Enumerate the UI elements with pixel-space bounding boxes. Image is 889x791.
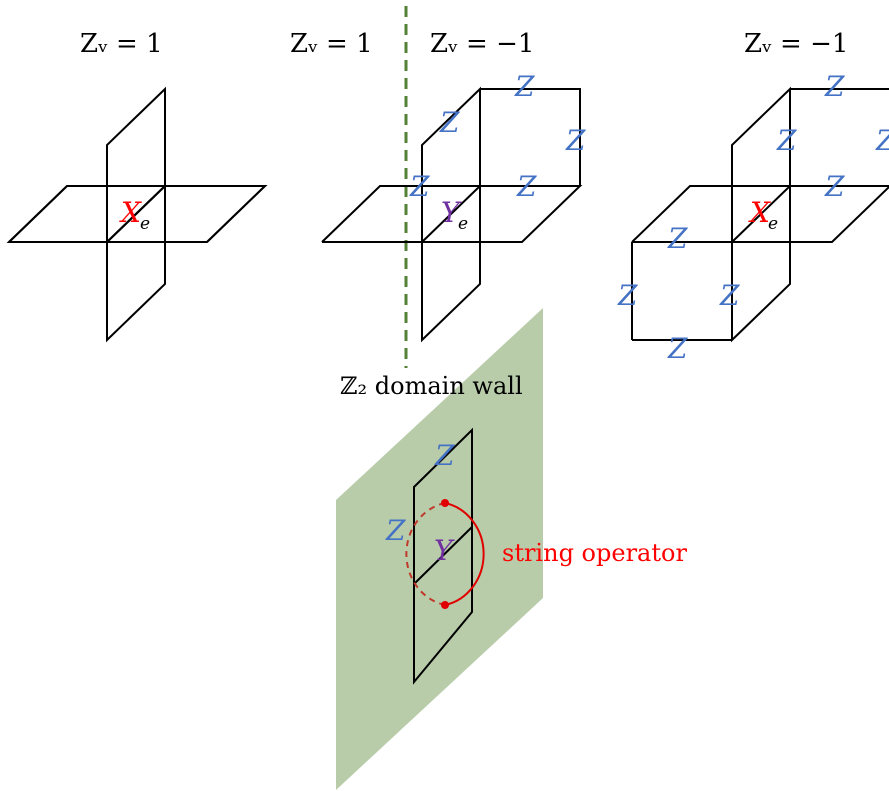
domain-wall-plane: [336, 308, 543, 790]
z-op-p3-h: Z: [667, 332, 688, 365]
z-op-p3-b: Z: [776, 124, 797, 157]
string-operator-label: string operator: [502, 539, 687, 567]
x-subscript-panel3: e: [768, 214, 778, 234]
z-op-p3-e: Z: [667, 222, 688, 255]
wall-plaquettes: [413, 427, 473, 685]
panel-3-plaquettes: [631, 86, 889, 343]
z-op-p3-c: Z: [875, 124, 889, 157]
y-operator-wall: Y: [434, 534, 455, 567]
header-zv-minus1-panel3: Zᵥ = −1: [744, 29, 848, 59]
header-zv-minus1-panel2: Zᵥ = −1: [430, 29, 534, 59]
z-op-p3-f: Z: [617, 279, 638, 312]
z-op-p3-d: Z: [824, 170, 845, 203]
string-operator-dashed-arc: [405, 502, 446, 606]
header-zv-1-panel2: Zᵥ = 1: [290, 29, 373, 59]
string-endpoint-bottom: [441, 601, 449, 609]
z-op-p2-c: Z: [565, 124, 586, 157]
panel-1-plaquettes: [6, 86, 268, 343]
header-zv-1-panel1: Zᵥ = 1: [80, 29, 163, 59]
y-subscript-panel2: e: [458, 214, 468, 234]
z-op-p2-d: Z: [516, 170, 537, 203]
string-endpoint-top: [441, 499, 449, 507]
x-operator-panel1: X: [119, 196, 142, 229]
z-op-wall-b: Z: [385, 514, 406, 547]
x-operator-panel3: X: [748, 196, 771, 229]
x-subscript-panel1: e: [140, 214, 150, 234]
z-op-wall-a: Z: [434, 439, 455, 472]
panel-2-plaquettes: [321, 86, 583, 343]
z-op-p2-a: Z: [439, 106, 460, 139]
z-op-p2-b: Z: [514, 70, 535, 103]
z-op-p2-e: Z: [409, 170, 430, 203]
z-op-p3-a: Z: [824, 70, 845, 103]
y-operator-panel2: Y: [441, 196, 462, 229]
domain-wall-label: ℤ₂ domain wall: [340, 372, 523, 400]
string-operator-solid-arc: [444, 502, 485, 606]
z-op-p3-g: Z: [719, 279, 740, 312]
